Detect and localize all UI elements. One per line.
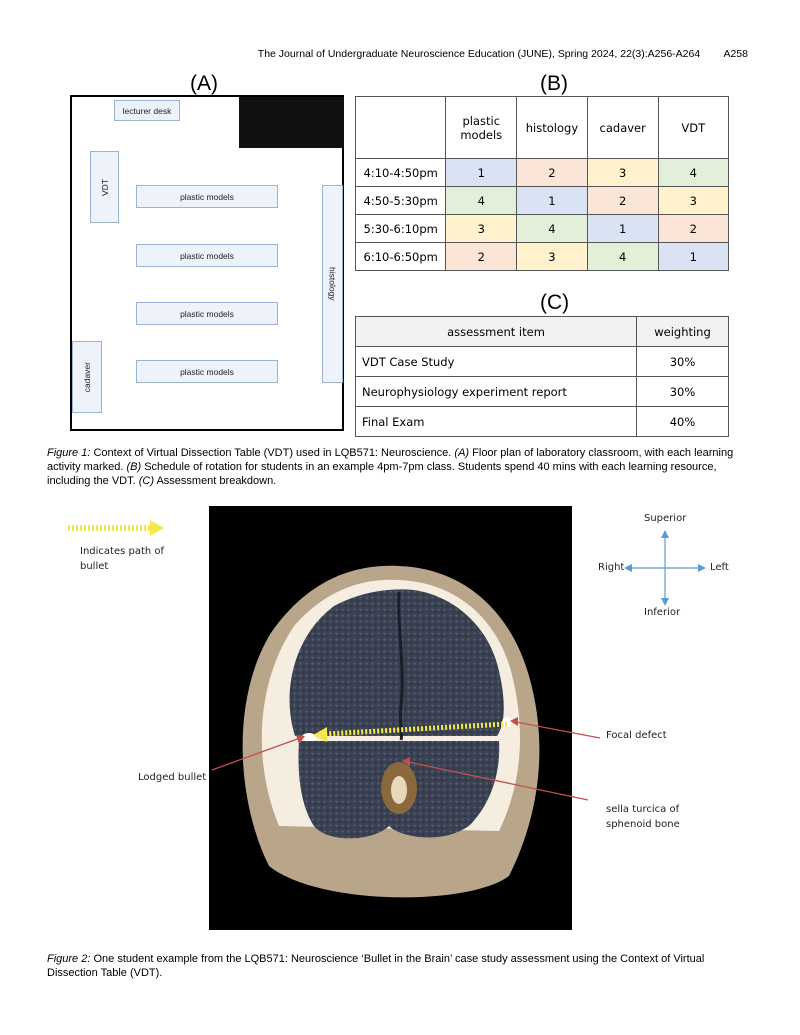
group-cell: 2 (657, 214, 730, 243)
assessment-weight: 40% (636, 406, 729, 437)
annotation-sella-line1: sella turcica of (606, 804, 680, 815)
group-cell: 2 (586, 186, 659, 215)
vdt-station-label: VDT (99, 178, 110, 196)
table-row: 5:30-6:10pm 3 4 1 2 (354, 214, 730, 243)
figure2-caption: Figure 2: One student example from the L… (47, 952, 752, 980)
coronal-brain-scan (209, 506, 572, 930)
figure1-caption-text3: Schedule of rotation for students in an … (47, 461, 717, 487)
orientation-left: Left (710, 562, 729, 573)
table-row: 4:50-5:30pm 4 1 2 3 (354, 186, 730, 215)
assessment-table: assessment item weighting VDT Case Study… (355, 316, 729, 437)
orientation-compass-icon (624, 530, 706, 606)
group-cell: 1 (657, 242, 730, 271)
group-cell: 2 (445, 242, 518, 271)
schedule-col-cadaver: cadaver (586, 96, 659, 159)
journal-citation: The Journal of Undergraduate Neuroscienc… (257, 48, 701, 60)
assessment-item: Final Exam (355, 406, 637, 437)
assessment-col-weighting: weighting (636, 316, 729, 347)
assessment-item: Neurophysiology experiment report (355, 376, 637, 407)
assessment-item: VDT Case Study (355, 346, 637, 377)
assessment-weight: 30% (636, 346, 729, 377)
assessment-header-row: assessment item weighting (355, 316, 729, 347)
figure1-caption-text2: Floor plan of laboratory classroom, with… (47, 447, 734, 473)
panel-b-label: (B) (540, 72, 568, 95)
page-number: A258 (723, 48, 748, 60)
time-slot: 4:10-4:50pm (354, 158, 447, 187)
group-cell: 4 (586, 242, 659, 271)
dark-corner-block (239, 97, 344, 148)
schedule-col-plastic-models: plastic models (445, 96, 518, 159)
cadaver-station-label: cadaver (82, 361, 92, 393)
time-slot: 5:30-6:10pm (354, 214, 447, 243)
figure1-caption-a: (A) (454, 447, 470, 459)
group-cell: 1 (516, 186, 588, 215)
plastic-models-bench-1: plastic models (136, 185, 278, 208)
annotation-sella-line2: sphenoid bone (606, 819, 680, 830)
plastic-models-bench-2: plastic models (136, 244, 278, 267)
table-row: 6:10-6:50pm 2 3 4 1 (354, 242, 730, 271)
figure1-caption-text4: Assessment breakdown. (154, 475, 277, 487)
group-cell: 3 (586, 158, 659, 187)
table-row: Neurophysiology experiment report 30% (355, 376, 729, 407)
lecturer-desk: lecturer desk (114, 100, 180, 121)
figure2-caption-text: One student example from the LQB571: Neu… (47, 953, 705, 979)
schedule-corner-cell (354, 96, 447, 159)
orientation-inferior: Inferior (644, 607, 681, 618)
schedule-col-histology: histology (516, 96, 588, 159)
figure1-caption-b: (B) (126, 461, 142, 473)
time-slot: 4:50-5:30pm (354, 186, 447, 215)
plastic-models-bench-3: plastic models (136, 302, 278, 325)
figure1-caption-text1: Context of Virtual Dissection Table (VDT… (90, 447, 455, 459)
schedule-header-row: plastic models histology cadaver VDT (354, 96, 730, 159)
assessment-weight: 30% (636, 376, 729, 407)
orientation-right: Right (598, 562, 625, 573)
bullet-path-legend: Indicates path of bullet (80, 546, 165, 572)
plastic-models-bench-4: plastic models (136, 360, 278, 383)
rotation-schedule-table: plastic models histology cadaver VDT 4:1… (354, 96, 730, 271)
group-cell: 1 (445, 158, 518, 187)
table-row: VDT Case Study 30% (355, 346, 729, 377)
group-cell: 4 (516, 214, 588, 243)
orientation-superior: Superior (644, 513, 687, 524)
group-cell: 4 (445, 186, 518, 215)
histology-bench-label: histology (327, 267, 338, 301)
figure1-caption-lead: Figure 1: (47, 447, 91, 459)
bullet-path-legend-arrow-icon (68, 520, 164, 536)
cadaver-station: cadaver (72, 341, 102, 413)
group-cell: 3 (516, 242, 588, 271)
schedule-col-vdt: VDT (657, 96, 730, 159)
panel-a-label: (A) (190, 72, 218, 95)
panel-c-label: (C) (540, 291, 570, 314)
annotation-focal-defect: Focal defect (606, 730, 667, 741)
group-cell: 3 (657, 186, 730, 215)
annotation-lodged-bullet: Lodged bullet (138, 772, 207, 783)
table-row: Final Exam 40% (355, 406, 729, 437)
figure1-caption: Figure 1: Context of Virtual Dissection … (47, 446, 752, 488)
figure1-caption-c: (C) (138, 475, 154, 487)
annotation-sella-turcica: sella turcica of sphenoid bone (606, 802, 680, 832)
assessment-col-item: assessment item (355, 316, 637, 347)
running-head: The Journal of Undergraduate Neuroscienc… (258, 48, 748, 60)
vdt-station: VDT (90, 151, 119, 223)
table-row: 4:10-4:50pm 1 2 3 4 (354, 158, 730, 187)
group-cell: 2 (516, 158, 588, 187)
floor-plan: lecturer desk VDT plastic models plastic… (70, 95, 344, 431)
group-cell: 4 (657, 158, 730, 187)
histology-bench: histology (322, 185, 343, 383)
figure2-caption-lead: Figure 2: (47, 953, 91, 965)
group-cell: 3 (445, 214, 518, 243)
group-cell: 1 (586, 214, 659, 243)
time-slot: 6:10-6:50pm (354, 242, 447, 271)
